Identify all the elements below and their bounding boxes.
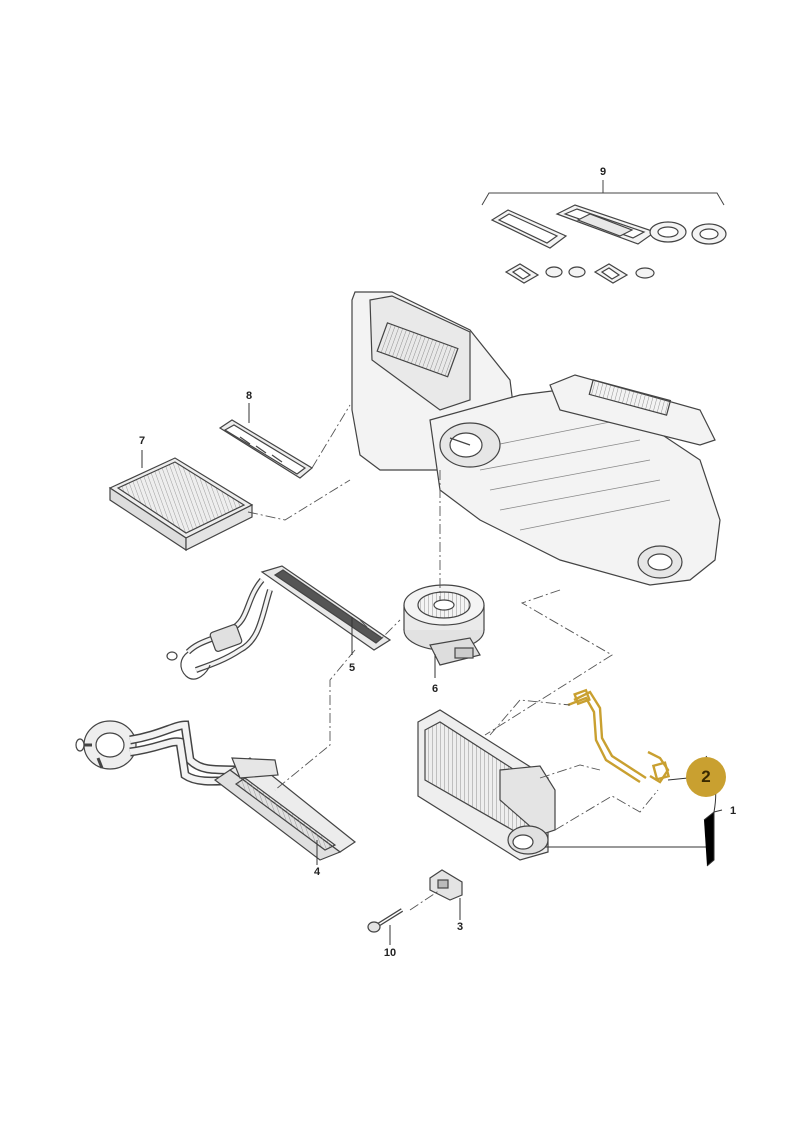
temperature-sensor xyxy=(429,869,463,901)
callout-7: 7 xyxy=(138,435,146,447)
pollen-filter xyxy=(108,457,254,552)
callout-6: 6 xyxy=(431,683,439,695)
evaporator-with-pipes xyxy=(75,720,357,861)
callout-10: 10 xyxy=(383,947,397,959)
callout-5: 5 xyxy=(348,662,356,674)
air-guide xyxy=(218,419,314,479)
heater-core xyxy=(166,565,392,680)
callout-3: 3 xyxy=(456,921,464,933)
callout-4: 4 xyxy=(313,866,321,878)
screw xyxy=(367,908,404,933)
callout-2-highlight-badge[interactable]: 2 xyxy=(686,757,726,797)
evaporator xyxy=(417,709,556,861)
callout-8: 8 xyxy=(245,390,253,402)
gasket-set xyxy=(481,180,727,284)
gasket-washer-2 xyxy=(568,266,586,278)
callout-1: 1 xyxy=(729,805,737,817)
assembly-lines xyxy=(247,404,659,911)
gasket-washer-1 xyxy=(545,266,563,278)
blower-motor xyxy=(403,584,485,666)
leader-lines xyxy=(141,403,723,945)
heater-housing xyxy=(351,291,721,586)
gasket-bracket-line xyxy=(481,192,725,206)
callout-9: 9 xyxy=(599,166,607,178)
highlighted-pipe xyxy=(567,688,671,784)
gasket-washer-3 xyxy=(635,267,655,279)
